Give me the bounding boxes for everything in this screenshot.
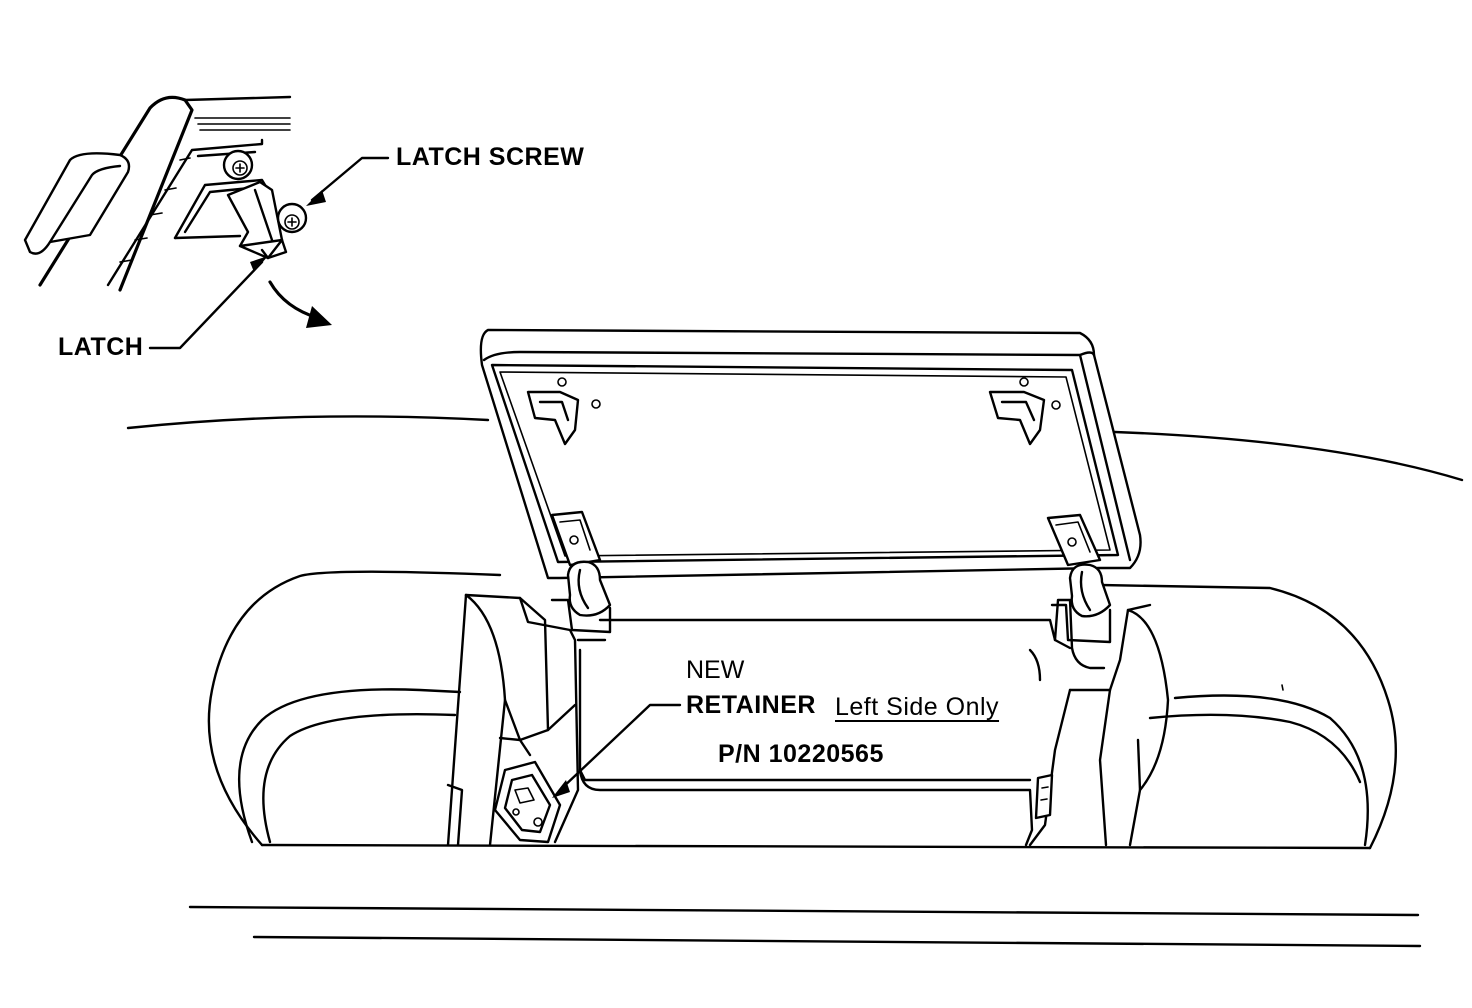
- latch-label: LATCH: [58, 333, 144, 361]
- latch-detail-inset: [23, 95, 332, 328]
- part-number-label: P/N 10220565: [718, 740, 884, 768]
- latch-screw-label: LATCH SCREW: [396, 143, 585, 171]
- lid-hook-top-right: [988, 390, 1046, 446]
- right-clip: [1034, 773, 1054, 820]
- console-shell-left: [207, 570, 502, 847]
- armrest-assembly: [126, 328, 1464, 850]
- retainer-label: RETAINER: [686, 691, 816, 719]
- bin-right-wall: [1053, 598, 1106, 670]
- console-shell-right: [1098, 583, 1397, 850]
- seat-contour-left: [126, 415, 490, 430]
- bin-opening-top: [598, 618, 1072, 650]
- latch-part: [226, 180, 284, 260]
- hinge-bracket-right: [1046, 513, 1102, 567]
- console-lid: [479, 328, 1142, 580]
- lid-hook-top-left: [526, 390, 580, 446]
- floor-lines: [188, 905, 1422, 948]
- lid-inner-panel: [490, 363, 1120, 564]
- latch-leader: [148, 256, 268, 350]
- retainer-leader: [552, 703, 682, 798]
- hinge-bracket-left: [550, 510, 602, 567]
- new-label: NEW: [686, 656, 745, 684]
- seat-contour-right: [1113, 430, 1464, 482]
- left-side-only-note: Left Side Only: [835, 693, 1000, 721]
- lid-grip: [23, 152, 131, 255]
- latch-screw-leader: [306, 156, 390, 206]
